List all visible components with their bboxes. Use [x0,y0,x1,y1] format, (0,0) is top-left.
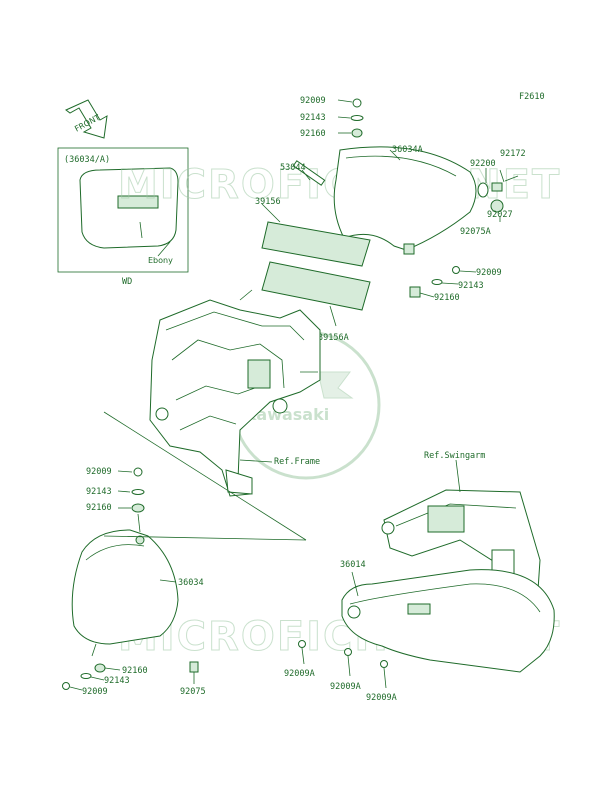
part-53044 [292,160,326,186]
kawasaki-logo-watermark: Kawasaki [231,330,381,480]
callout-92009A-1: 92009A [284,669,315,679]
decal-39156 [261,203,371,267]
inset-title: (36034/A) [64,155,110,165]
callout-92075: 92075 [180,687,206,697]
inset-color-label: Ebony [148,256,173,265]
side-cover-right [333,146,477,255]
callout-36034A: 36034A [392,145,423,155]
bolts-92009A [298,640,388,689]
fastener-stack-top [337,98,364,138]
callout-92143-right: 92143 [458,281,484,291]
callout-92160-left: 92160 [86,503,112,513]
callout-92009-bottom: 92009 [82,687,108,697]
callout-36014: 36014 [340,560,366,570]
ref-frame: Ref.Frame [274,457,320,467]
callout-92027: 92027 [487,210,513,220]
figure-code: F2610 [519,92,545,102]
ref-frame-leader [103,411,307,541]
fastener-stack-right [409,266,477,298]
callout-92200: 92200 [470,159,496,169]
chain-cover-36014 [341,569,555,673]
callout-92009-right: 92009 [476,268,502,278]
callout-92172: 92172 [500,149,526,159]
callout-39156: 39156 [255,197,281,207]
badge-emblem [117,195,159,209]
callout-92009-top: 92009 [300,96,326,106]
swingarm-assembly [381,459,541,621]
callout-92143-left: 92143 [86,487,112,497]
callout-92009-left: 92009 [86,467,112,477]
fastener-stack-left [117,467,145,513]
part-92075 [189,661,199,684]
callout-39156A: 39156A [318,333,349,343]
ref-swingarm: Ref.Swingarm [424,451,485,461]
callout-92009A-3: 92009A [366,693,397,703]
watermark-logo-text: Kawasaki [244,405,329,424]
decal-39156A [261,261,371,327]
callout-92009A-2: 92009A [330,682,361,692]
fastener-cluster-right [477,168,519,222]
callout-53044: 53044 [280,163,306,173]
fastener-stack-bottom-left [62,663,121,691]
front-arrow-icon: FRONT [65,99,108,139]
callout-92160-bottom: 92160 [122,666,148,676]
callout-92143-bottom: 92143 [104,676,130,686]
callout-36034: 36034 [178,578,204,588]
inset-color-variant: (36034/A) Ebony WD [57,147,189,287]
inset-caption: WD [122,277,132,287]
frame-assembly [149,289,321,497]
callout-92143-top: 92143 [300,113,326,123]
callout-92075A: 92075A [460,227,491,237]
side-cover-left [71,513,179,657]
callout-92160-top: 92160 [300,129,326,139]
callout-92160-right: 92160 [434,293,460,303]
ref-frame-leader-2 [103,535,307,541]
